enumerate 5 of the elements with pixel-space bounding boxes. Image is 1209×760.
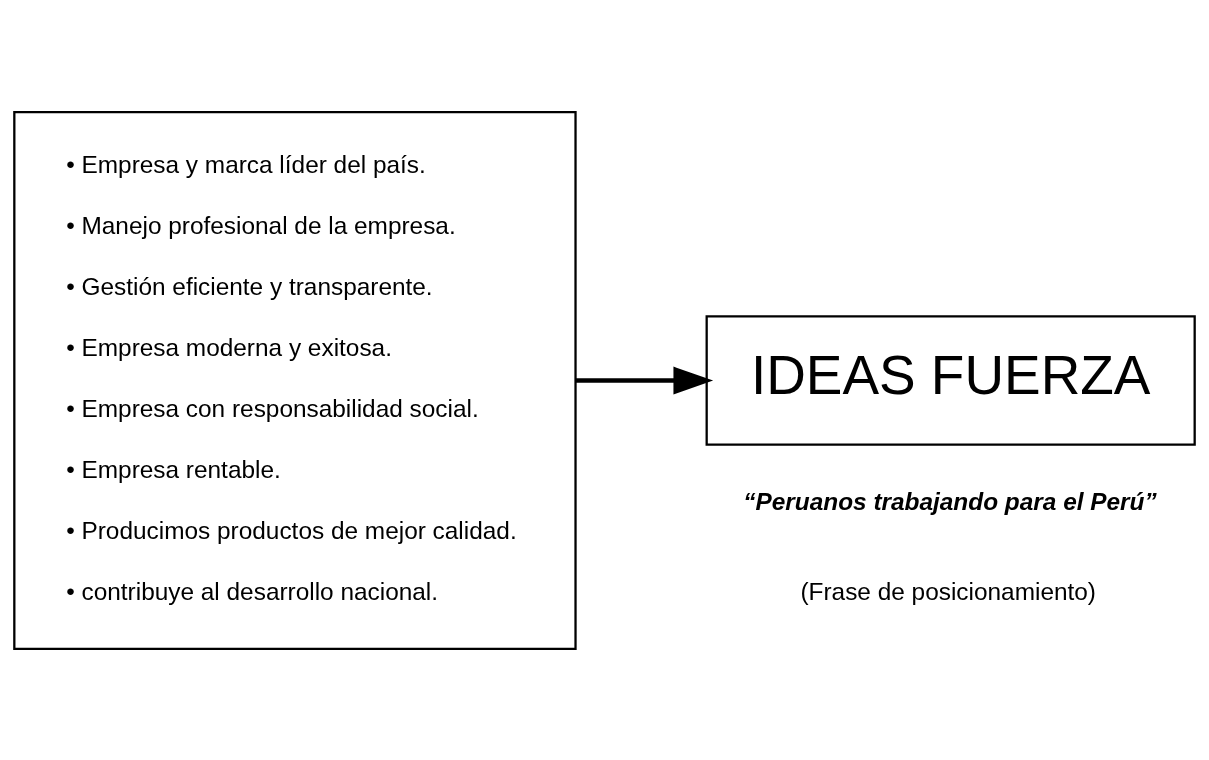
node-box: IDEAS FUERZA (705, 314, 1196, 446)
label: “Peruanos trabajando para el Perú” (743, 487, 1157, 515)
node-box: • Empresa y marca líder del país. • Manejo profesional de la empresa. • Gestión eficiente y transparente. • Empresa moderna y exitosa. • Empresa con responsabilidad social. • Empresa rentable. • Producimos productos de mejor calidad. • contribuye al desarrollo nacional. (13, 110, 577, 650)
label: (Frase de posicionamiento) (800, 577, 1097, 605)
arrow (575, 366, 714, 394)
